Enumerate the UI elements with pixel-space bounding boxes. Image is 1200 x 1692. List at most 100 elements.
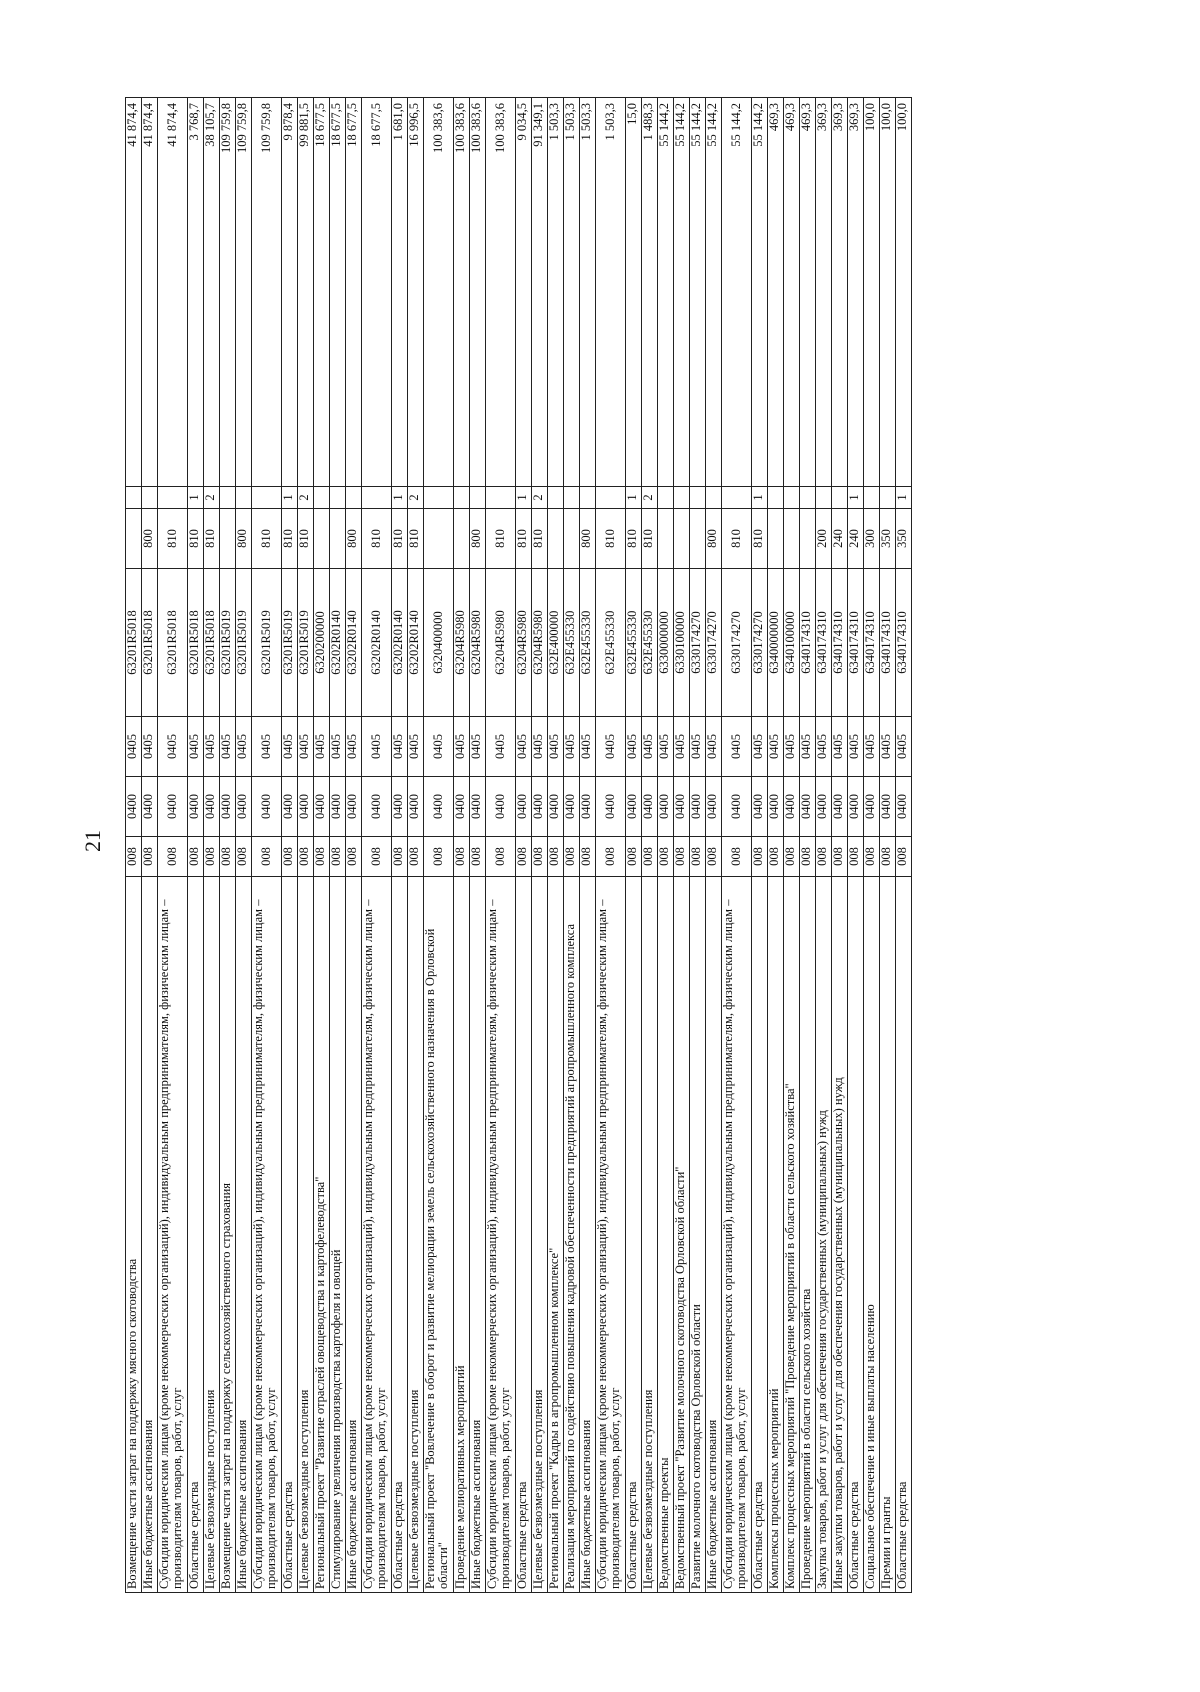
row-pr-cell: 0405 (219, 716, 236, 777)
row-csr-cell: 6330100000 (673, 568, 690, 717)
row-name-cell: Иные бюджетные ассигнования (141, 876, 158, 1593)
row-rz-cell: 0400 (157, 776, 188, 837)
row-pr-cell: 0405 (847, 716, 864, 777)
row-sum-cell: 55 144,2 (673, 97, 690, 487)
row-gr-cell: 008 (485, 836, 516, 877)
row-vr-cell: 810 (515, 508, 532, 569)
row-name-cell: Стимулирование увеличения производства к… (329, 876, 346, 1593)
row-sum-cell: 369,3 (815, 97, 832, 487)
row-sub-cell (219, 486, 236, 509)
row-gr-cell: 008 (297, 836, 314, 877)
row-pr-cell: 0405 (329, 716, 346, 777)
row-pr-cell: 0405 (689, 716, 706, 777)
row-sub-cell (879, 486, 896, 509)
row-rz-cell: 0400 (705, 776, 722, 837)
row-pr-cell: 0405 (281, 716, 298, 777)
row-gr-cell: 008 (767, 836, 784, 877)
row-csr-cell: 63202R0140 (329, 568, 346, 717)
row-sub-cell: 1 (751, 486, 768, 509)
row-pr-cell: 0405 (879, 716, 896, 777)
row-csr-cell: 6320200000 (313, 568, 330, 717)
row-pr-cell: 0405 (125, 716, 142, 777)
row-name-cell: Целевые безвозмездные поступления (531, 876, 548, 1593)
row-sub-cell (141, 486, 158, 509)
row-name-cell: Целевые безвозмездные поступления (297, 876, 314, 1593)
row-gr-cell: 008 (531, 836, 548, 877)
row-rz-cell: 0400 (125, 776, 142, 837)
row-rz-cell: 0400 (863, 776, 880, 837)
row-rz-cell: 0400 (895, 776, 912, 837)
table-row: Стимулирование увеличения производства к… (329, 97, 346, 1593)
row-csr-cell: 6330174270 (721, 568, 752, 717)
row-vr-cell (547, 508, 564, 569)
table-row: Субсидии юридическим лицам (кроме некомм… (361, 97, 392, 1593)
row-csr-cell: 63201R5019 (235, 568, 252, 717)
row-vr-cell: 240 (847, 508, 864, 569)
row-gr-cell: 008 (579, 836, 596, 877)
row-name-cell: Областные средства (281, 876, 298, 1593)
row-sum-cell: 1 488,3 (641, 97, 658, 487)
table-row: Реализация мероприятий по содействию пов… (563, 97, 580, 1593)
row-sub-cell (831, 486, 848, 509)
row-vr-cell: 800 (469, 508, 486, 569)
row-rz-cell: 0400 (847, 776, 864, 837)
row-sub-cell (673, 486, 690, 509)
row-name-cell: Иные бюджетные ассигнования (705, 876, 722, 1593)
row-sub-cell (547, 486, 564, 509)
row-gr-cell: 008 (453, 836, 470, 877)
row-sub-cell: 1 (515, 486, 532, 509)
table-row: Развитие молочного скотоводства Орловско… (689, 97, 706, 1593)
row-pr-cell: 0405 (361, 716, 392, 777)
row-rz-cell: 0400 (329, 776, 346, 837)
row-sum-cell: 55 144,2 (751, 97, 768, 487)
row-csr-cell: 632Е455330 (625, 568, 642, 717)
row-sub-cell: 1 (895, 486, 912, 509)
row-rz-cell: 0400 (219, 776, 236, 837)
row-name-cell: Ведомственный проект "Развитие молочного… (673, 876, 690, 1593)
row-sum-cell: 1 503,3 (547, 97, 564, 487)
row-sub-cell (469, 486, 486, 509)
row-pr-cell: 0405 (721, 716, 752, 777)
row-gr-cell: 008 (563, 836, 580, 877)
table-row: Субсидии юридическим лицам (кроме некомм… (721, 97, 752, 1593)
row-rz-cell: 0400 (345, 776, 362, 837)
row-sum-cell: 3 768,7 (187, 97, 204, 487)
row-csr-cell: 63201R5018 (187, 568, 204, 717)
row-sub-cell (595, 486, 626, 509)
row-sub-cell (251, 486, 282, 509)
row-sum-cell: 55 144,2 (705, 97, 722, 487)
row-csr-cell: 6340174310 (895, 568, 912, 717)
row-pr-cell: 0405 (783, 716, 800, 777)
row-csr-cell: 63201R5018 (203, 568, 220, 717)
row-vr-cell: 300 (863, 508, 880, 569)
row-gr-cell: 008 (469, 836, 486, 877)
row-csr-cell: 632Е455330 (641, 568, 658, 717)
row-pr-cell: 0405 (141, 716, 158, 777)
row-name-cell: Комплексы процессных мероприятий (767, 876, 784, 1593)
row-gr-cell: 008 (515, 836, 532, 877)
row-gr-cell: 008 (721, 836, 752, 877)
row-csr-cell: 6330174270 (751, 568, 768, 717)
row-sub-cell (689, 486, 706, 509)
row-rz-cell: 0400 (251, 776, 282, 837)
row-csr-cell: 6330174270 (689, 568, 706, 717)
row-csr-cell: 63204R5980 (453, 568, 470, 717)
row-sub-cell: 2 (203, 486, 220, 509)
table-row: Возмещение части затрат на поддержку сел… (219, 97, 236, 1593)
table-row: Социальное обеспечение и иные выплаты на… (863, 97, 880, 1593)
row-vr-cell (423, 508, 454, 569)
row-vr-cell (313, 508, 330, 569)
row-csr-cell: 6340174310 (799, 568, 816, 717)
row-pr-cell: 0405 (563, 716, 580, 777)
row-vr-cell (453, 508, 470, 569)
row-name-cell: Субсидии юридическим лицам (кроме некомм… (157, 876, 188, 1593)
row-sum-cell: 100 383,6 (453, 97, 470, 487)
row-rz-cell: 0400 (531, 776, 548, 837)
row-pr-cell: 0405 (641, 716, 658, 777)
row-gr-cell: 008 (423, 836, 454, 877)
row-sum-cell: 41 874,4 (157, 97, 188, 487)
